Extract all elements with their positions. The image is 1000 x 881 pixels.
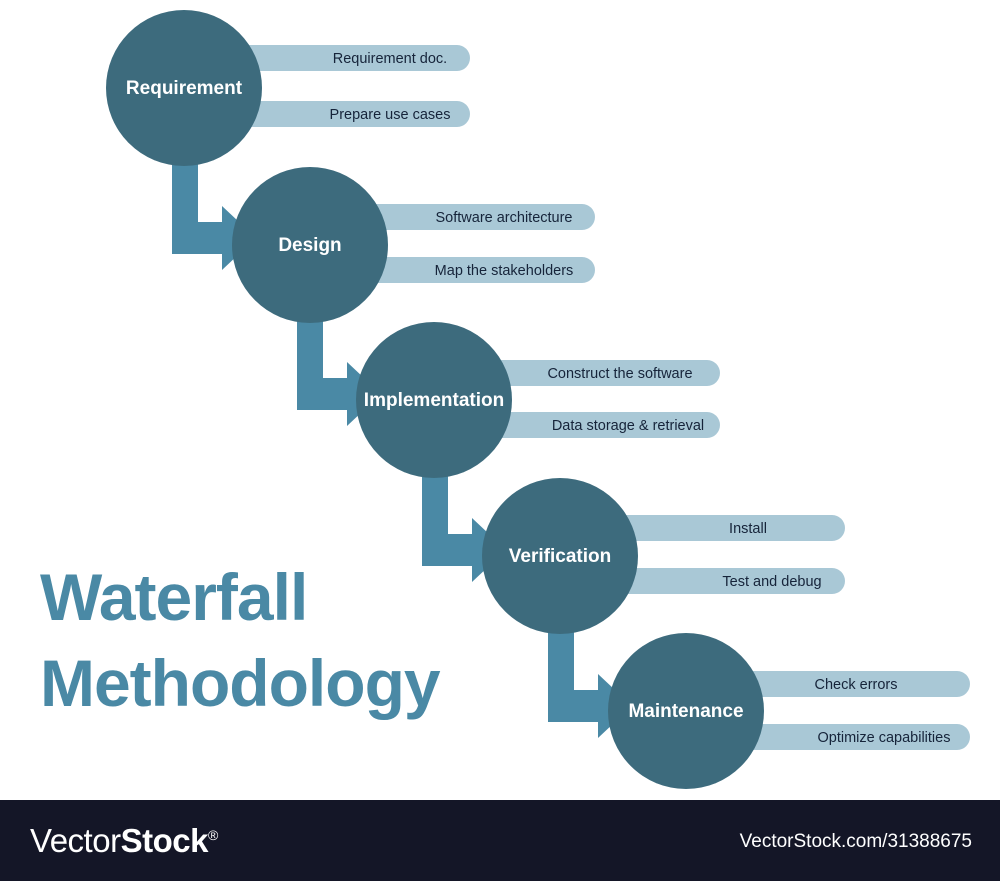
stage-requirement-pill-2[interactable] bbox=[210, 101, 470, 127]
stage-maintenance-pill-2[interactable] bbox=[710, 724, 970, 750]
stage-requirement-circle[interactable] bbox=[106, 10, 262, 166]
stage-design-pill-2[interactable] bbox=[335, 257, 595, 283]
stage-maintenance[interactable]: Maintenance Check errors Optimize capabi… bbox=[608, 633, 970, 789]
stage-maintenance-pill-1[interactable] bbox=[710, 671, 970, 697]
stage-implementation-label: Implementation bbox=[364, 390, 504, 411]
stage-implementation-circle[interactable] bbox=[356, 322, 512, 478]
stage-implementation-item-1-label: Construct the software bbox=[547, 366, 692, 382]
stage-requirement-label: Requirement bbox=[126, 78, 243, 99]
diagram-title: Waterfall Methodology bbox=[40, 560, 442, 720]
stage-implementation[interactable]: Implementation Construct the software Da… bbox=[356, 322, 720, 478]
stage-maintenance-item-1-label: Check errors bbox=[815, 677, 898, 693]
stage-requirement[interactable]: Requirement Requirement doc. Prepare use… bbox=[106, 10, 470, 166]
stage-implementation-item-2-label: Data storage & retrieval bbox=[552, 418, 704, 434]
stage-design[interactable]: Design Software architecture Map the sta… bbox=[232, 167, 595, 323]
stage-maintenance-item-2-label: Optimize capabilities bbox=[818, 730, 951, 746]
watermark-footer-bar: VectorStock® VectorStock.com/31388675 bbox=[0, 800, 1000, 881]
waterfall-diagram: Requirement Requirement doc. Prepare use… bbox=[40, 10, 970, 789]
stage-verification-label: Verification bbox=[509, 546, 611, 567]
vectorstock-logo: VectorStock® bbox=[30, 822, 218, 860]
stage-design-item-2-label: Map the stakeholders bbox=[435, 263, 574, 279]
stage-verification-pill-2[interactable] bbox=[585, 568, 845, 594]
stage-verification-circle[interactable] bbox=[482, 478, 638, 634]
stage-requirement-item-1-label: Requirement doc. bbox=[333, 51, 447, 67]
stage-verification[interactable]: Verification Install Test and debug bbox=[482, 478, 845, 634]
stage-verification-item-2-label: Test and debug bbox=[722, 574, 821, 590]
vectorstock-logo-light-part: Vector bbox=[30, 822, 121, 859]
stage-design-circle[interactable] bbox=[232, 167, 388, 323]
vectorstock-url: VectorStock.com/31388675 bbox=[739, 831, 972, 852]
vectorstock-logo-bold-part: Stock bbox=[120, 822, 209, 859]
stage-verification-pill-1[interactable] bbox=[585, 515, 845, 541]
stage-design-pill-1[interactable] bbox=[335, 204, 595, 230]
stage-design-label: Design bbox=[278, 235, 341, 256]
diagram-title-line-1: Waterfall bbox=[40, 560, 307, 634]
registered-trademark-icon: ® bbox=[207, 827, 218, 843]
diagram-title-line-2: Methodology bbox=[40, 646, 441, 720]
stage-design-item-1-label: Software architecture bbox=[435, 210, 572, 226]
stage-maintenance-label: Maintenance bbox=[628, 701, 743, 722]
stage-verification-item-1-label: Install bbox=[729, 521, 767, 537]
stage-implementation-pill-2[interactable] bbox=[460, 412, 720, 438]
stage-implementation-pill-1[interactable] bbox=[460, 360, 720, 386]
stage-maintenance-circle[interactable] bbox=[608, 633, 764, 789]
stage-requirement-pill-1[interactable] bbox=[210, 45, 470, 71]
stage-requirement-item-2-label: Prepare use cases bbox=[330, 107, 451, 123]
